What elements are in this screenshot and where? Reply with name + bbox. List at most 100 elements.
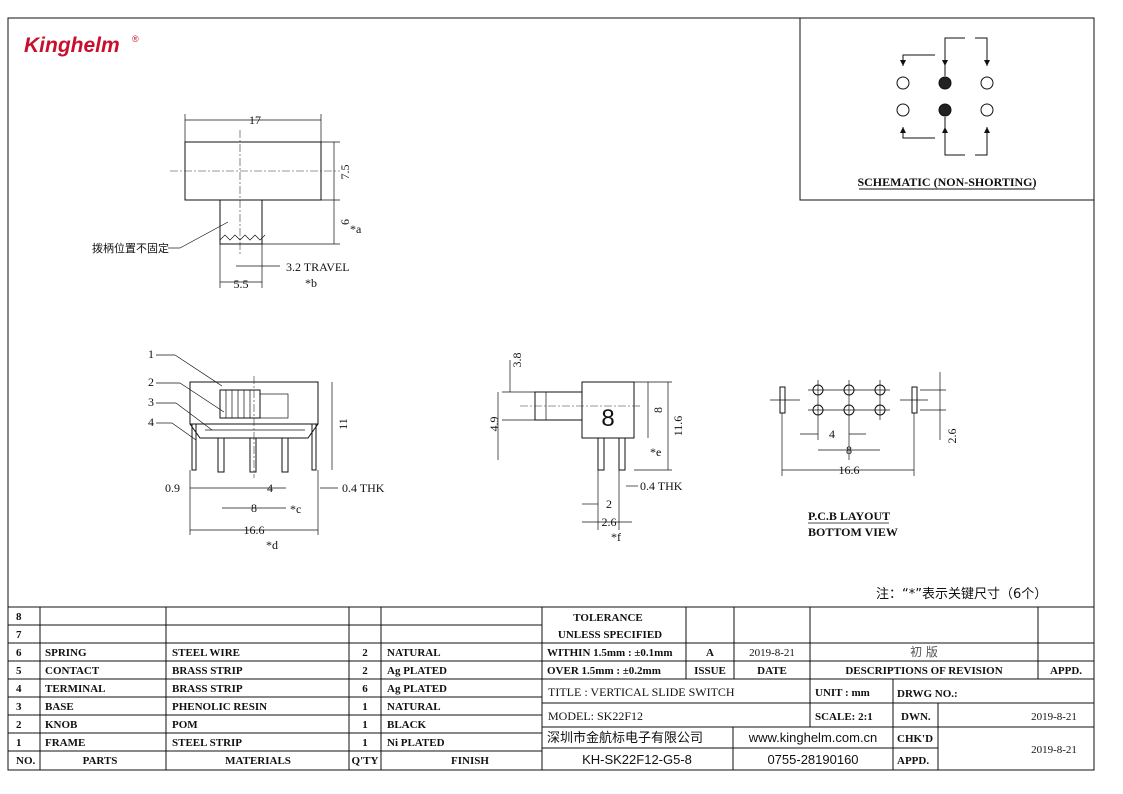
tb-title: TITLE : VERTICAL SLIDE SWITCH: [548, 685, 735, 699]
dim-4-9: 4.9: [487, 417, 501, 432]
dim-6: 6: [338, 219, 352, 225]
schematic-caption: SCHEMATIC (NON-SHORTING): [857, 175, 1036, 189]
tb-rev-date: 2019-8-21: [749, 647, 795, 659]
bom-cell-qty: 1: [362, 737, 368, 749]
bom-cell-no: 2: [16, 719, 22, 731]
bom-cell-finish: BLACK: [387, 719, 427, 731]
bom-cell-finish: Ag PLATED: [387, 683, 447, 695]
tb-unless: UNLESS SPECIFIED: [558, 629, 662, 641]
dim-11: 11: [336, 418, 350, 430]
side-view: 8 3.8 4.9 8 *e 11.6 0.4 THK 2 2.6 *f: [487, 353, 685, 545]
mark-f: *f: [611, 530, 621, 544]
bom-cell-no: 5: [16, 665, 22, 677]
mark-d: *d: [266, 538, 278, 552]
bom-cell-no: 6: [16, 647, 22, 659]
dim-2: 2: [606, 497, 612, 511]
bom-cell-no: 1: [16, 737, 22, 749]
bom-cell-no: 4: [16, 683, 22, 695]
tb-rev-desc: 初 版: [910, 645, 938, 659]
tb-appd: APPD.: [1050, 665, 1082, 677]
mark-c: *c: [290, 502, 301, 516]
bom-cell-part: TERMINAL: [45, 683, 106, 695]
bom-cell-finish: Ni PLATED: [387, 737, 445, 749]
tb-over: OVER 1.5mm : ±0.2mm: [547, 665, 661, 677]
tb-dwn: DWN.: [901, 711, 931, 723]
callout-2: 2: [148, 375, 154, 389]
pcb-layout: 4 8 16.6 2.6 P.C.B LAYOUT BOTTOM VIEW: [770, 372, 959, 539]
bom-cell-qty: 2: [362, 647, 368, 659]
callout-4: 4: [148, 415, 154, 429]
top-view: 17 7.5 6 *a 拨柄位置不固定 5.5 3.2 TRAVEL *b: [92, 113, 362, 291]
tb-drwg-no: DRWG NO.:: [897, 688, 958, 700]
tb-scale: SCALE: 2:1: [815, 711, 873, 723]
dim-side-8: 8: [651, 407, 665, 413]
tb-rev-a: A: [706, 647, 714, 659]
bom-cell-material: PHENOLIC RESIN: [172, 701, 267, 713]
mark-e: *e: [650, 445, 661, 459]
brand-logo: Kinghelm: [24, 34, 120, 57]
bom-cell-part: FRAME: [45, 737, 85, 749]
bom-header-materials: MATERIALS: [225, 755, 291, 767]
bom-cell-qty: 6: [362, 683, 368, 695]
title-block: TOLERANCE UNLESS SPECIFIED WITHIN 1.5mm …: [542, 606, 1094, 770]
dim-17: 17: [249, 113, 261, 127]
tb-chk-date: 2019-8-21: [1031, 744, 1077, 756]
schematic-panel: SCHEMATIC (NON-SHORTING): [799, 17, 1095, 201]
bom-header-finish: FINISH: [451, 755, 489, 767]
brand-reg-mark: ®: [132, 34, 139, 44]
tb-chkd: CHK'D: [897, 733, 933, 745]
bom-header-no: NO.: [16, 755, 36, 767]
tb-website: www.kinghelm.com.cn: [748, 730, 878, 745]
bom-header-qty: Q'TY: [352, 755, 379, 767]
side-center-label: 8: [601, 405, 614, 432]
dim-7-5: 7.5: [338, 165, 352, 180]
bom-cell-material: STEEL STRIP: [172, 737, 242, 749]
bom-cell-no: 7: [16, 629, 22, 641]
dim-3-8: 3.8: [510, 353, 524, 368]
tb-appd-2: APPD.: [897, 755, 929, 767]
pcb-caption-1: P.C.B LAYOUT: [808, 509, 890, 523]
key-dimension-note: 注：“*”表示关键尺寸（6个）: [876, 587, 1047, 602]
bom-cell-material: BRASS STRIP: [172, 683, 243, 695]
bom-cell-part: CONTACT: [45, 665, 100, 677]
tb-descriptions: DESCRIPTIONS OF REVISION: [845, 665, 1002, 677]
bom-header-parts: PARTS: [83, 755, 118, 767]
tb-issue: ISSUE: [694, 665, 726, 677]
dim-side-0-4-thk: 0.4 THK: [640, 479, 683, 493]
callout-3: 3: [148, 395, 154, 409]
tb-within: WITHIN 1.5mm : ±0.1mm: [547, 647, 673, 659]
bom-cell-material: BRASS STRIP: [172, 665, 243, 677]
bom-cell-part: KNOB: [45, 719, 78, 731]
dim-11-6: 11.6: [671, 416, 685, 437]
pcb-dim-16-6: 16.6: [839, 463, 860, 477]
dim-16-6: 16.6: [244, 523, 265, 537]
bom-cell-finish: NATURAL: [387, 647, 441, 659]
bom-cell-part: SPRING: [45, 647, 87, 659]
bom-cell-no: 3: [16, 701, 22, 713]
tb-unit: UNIT : mm: [815, 687, 870, 699]
bom-cell-qty: 1: [362, 701, 368, 713]
dim-0-4-thk: 0.4 THK: [342, 481, 385, 495]
mark-b: *b: [305, 276, 317, 290]
tb-date: DATE: [757, 665, 787, 677]
tb-tolerance: TOLERANCE: [573, 612, 642, 624]
bom-cell-no: 8: [16, 611, 22, 623]
tb-model: MODEL: SK22F12: [548, 709, 643, 723]
dim-0-9: 0.9: [165, 481, 180, 495]
pcb-caption-2: BOTTOM VIEW: [808, 525, 898, 539]
mark-a: *a: [350, 222, 362, 236]
pcb-dim-4: 4: [829, 427, 835, 441]
dim-2-6: 2.6: [602, 515, 617, 529]
dim-travel: 3.2 TRAVEL: [286, 260, 350, 274]
bom-cell-material: STEEL WIRE: [172, 647, 240, 659]
bom-cell-qty: 2: [362, 665, 368, 677]
dim-4: 4: [267, 481, 273, 495]
bom-cell-finish: Ag PLATED: [387, 665, 447, 677]
bom-cell-finish: NATURAL: [387, 701, 441, 713]
callout-1: 1: [148, 347, 154, 361]
tb-dwn-date: 2019-8-21: [1031, 711, 1077, 723]
pcb-dim-2-6: 2.6: [945, 429, 959, 444]
pcb-dim-8: 8: [846, 443, 852, 457]
front-view: 1 2 3 4 11 0.9 4 0.4 THK 8 *c 16.6 *d: [148, 347, 385, 552]
